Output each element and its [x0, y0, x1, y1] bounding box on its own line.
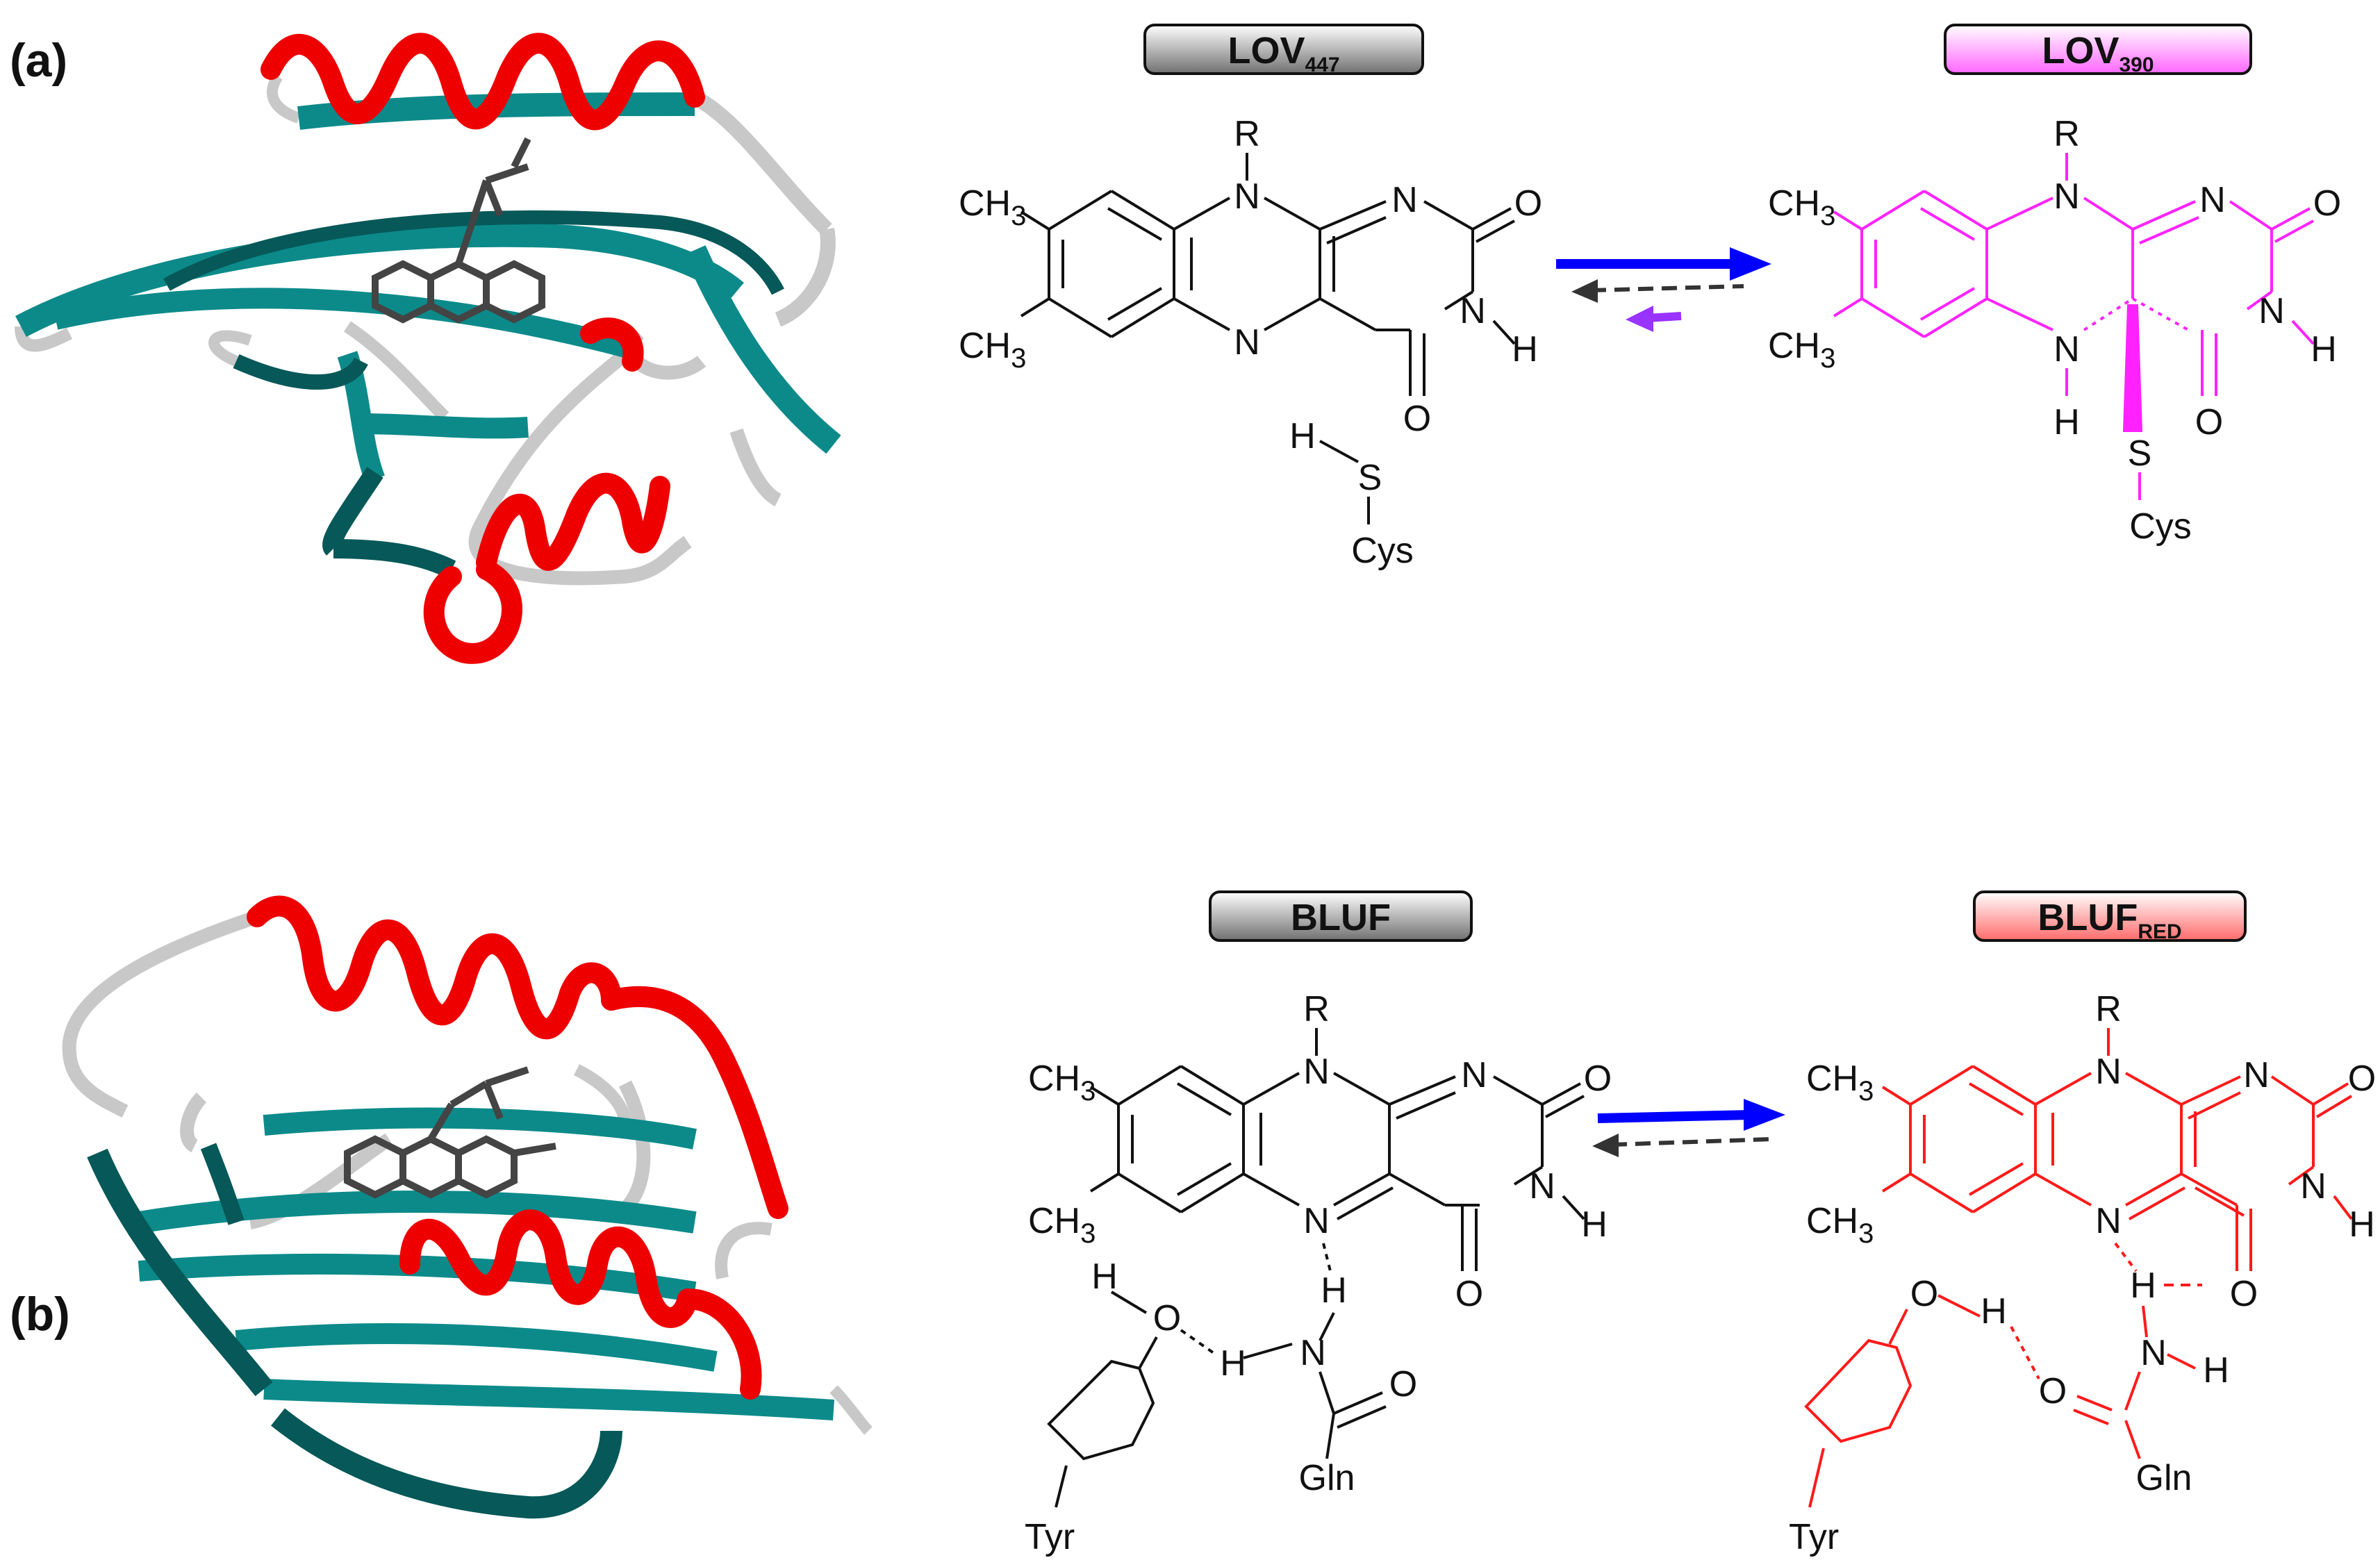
svg-text:N: N	[1529, 1166, 1555, 1207]
bluf-name: BLUF	[1291, 897, 1391, 938]
blufred-subscript: RED	[2138, 920, 2181, 943]
svg-text:N: N	[2243, 1055, 2270, 1095]
svg-text:CH3: CH3	[1768, 326, 1835, 374]
panel-label-b: (b)	[10, 1288, 70, 1341]
svg-text:Gln: Gln	[2136, 1458, 2192, 1498]
svg-text:O: O	[1910, 1274, 1938, 1314]
svg-text:LOV447: LOV447	[1228, 30, 1339, 76]
state-badge-lov390: LOV390	[1944, 24, 2252, 76]
lov447-flavin-structure	[1020, 153, 1516, 524]
svg-text:O: O	[1153, 1298, 1181, 1338]
svg-text:H: H	[2053, 402, 2080, 442]
svg-text:S: S	[1358, 458, 1382, 498]
svg-text:H: H	[1289, 416, 1316, 456]
svg-text:CH3: CH3	[1028, 1059, 1096, 1106]
svg-text:H: H	[1091, 1257, 1118, 1297]
svg-text:N: N	[2095, 1052, 2122, 1092]
svg-text:H: H	[2203, 1350, 2229, 1391]
svg-text:O: O	[1584, 1059, 1612, 1099]
svg-text:N: N	[2199, 180, 2226, 220]
svg-text:CH3: CH3	[1028, 1201, 1096, 1249]
lov447-subscript: 447	[1305, 53, 1339, 76]
svg-text:N: N	[1300, 1333, 1326, 1373]
svg-text:R: R	[1303, 989, 1330, 1029]
svg-text:H: H	[1581, 1204, 1608, 1245]
lov-protein-ribbon	[15, 33, 841, 664]
lov390-flavin-structure	[1833, 153, 2315, 500]
svg-text:O: O	[2230, 1274, 2258, 1314]
svg-text:N: N	[1234, 322, 1260, 363]
svg-text:Tyr: Tyr	[1025, 1517, 1075, 1557]
svg-text:N: N	[1460, 291, 1486, 331]
svg-text:CH3: CH3	[1806, 1059, 1874, 1106]
svg-text:Cys: Cys	[2129, 506, 2192, 547]
svg-text:N: N	[2053, 176, 2080, 217]
bluf-flavin-structure	[1047, 1028, 1585, 1508]
svg-text:O: O	[1389, 1364, 1417, 1404]
svg-text:Gln: Gln	[1299, 1458, 1355, 1498]
bluf-atom-labels: R N N O N H N O CH3 CH3 H H O H N O Gln …	[1025, 989, 1612, 1557]
svg-text:N: N	[2053, 329, 2080, 370]
svg-text:CH3: CH3	[959, 183, 1026, 231]
lov390-name: LOV	[2042, 30, 2119, 72]
svg-text:CH3: CH3	[959, 326, 1026, 374]
state-badge-lov447: LOV447	[1143, 24, 1424, 76]
svg-text:H: H	[1981, 1291, 2007, 1332]
svg-text:O: O	[1514, 183, 1542, 224]
svg-text:O: O	[2313, 183, 2341, 224]
svg-text:H: H	[1512, 329, 1538, 370]
svg-text:H: H	[2311, 329, 2337, 370]
blufred-name: BLUF	[2038, 897, 2138, 938]
svg-text:Cys: Cys	[1351, 531, 1414, 571]
svg-text:N: N	[1303, 1052, 1330, 1092]
svg-text:LOV390: LOV390	[2042, 30, 2154, 76]
lov-equilibrium-arrows	[1556, 247, 1771, 332]
lov447-name: LOV	[1228, 30, 1305, 72]
svg-text:N: N	[2140, 1333, 2167, 1373]
svg-text:BLUFRED: BLUFRED	[2038, 897, 2181, 943]
svg-text:N: N	[1461, 1055, 1487, 1095]
svg-text:O: O	[2039, 1371, 2067, 1411]
svg-text:O: O	[1403, 399, 1431, 439]
svg-text:H: H	[2349, 1204, 2375, 1245]
svg-text:N: N	[2095, 1201, 2122, 1241]
svg-text:R: R	[2095, 989, 2122, 1029]
svg-text:S: S	[2128, 433, 2152, 474]
svg-text:O: O	[1455, 1274, 1483, 1314]
svg-text:R: R	[1234, 114, 1260, 154]
state-badge-bluf-red: BLUFRED	[1973, 890, 2247, 943]
svg-text:O: O	[2195, 402, 2223, 442]
svg-text:H: H	[1321, 1270, 1347, 1311]
lov390-atom-labels: R N N O N H N H O S Cys CH3 CH3	[1768, 114, 2341, 547]
lov447-atom-labels: R N N O N H N O CH3 CH3 H S Cys	[959, 114, 1542, 571]
svg-text:N: N	[1391, 180, 1418, 220]
blufred-atom-labels: R N N O N H N O H CH3 CH3 O H N H O Gln …	[1789, 989, 2376, 1557]
svg-text:N: N	[1303, 1201, 1330, 1241]
svg-text:O: O	[2348, 1059, 2376, 1099]
bluf-protein-ribbon	[62, 895, 873, 1519]
svg-text:CH3: CH3	[1768, 183, 1835, 231]
svg-text:N: N	[1234, 176, 1260, 217]
svg-text:H: H	[2130, 1266, 2156, 1306]
svg-text:CH3: CH3	[1806, 1201, 1874, 1249]
svg-text:R: R	[2053, 114, 2080, 154]
svg-text:H: H	[1220, 1343, 1246, 1384]
panel-label-a: (a)	[10, 34, 67, 87]
blufred-flavin-structure	[1804, 1028, 2353, 1508]
svg-text:N: N	[2300, 1166, 2327, 1207]
lov390-subscript: 390	[2119, 53, 2154, 76]
state-badge-bluf: BLUF	[1209, 890, 1473, 942]
bluf-equilibrium-arrows	[1592, 1099, 1785, 1157]
svg-text:Tyr: Tyr	[1789, 1517, 1839, 1557]
svg-text:N: N	[2258, 291, 2285, 331]
